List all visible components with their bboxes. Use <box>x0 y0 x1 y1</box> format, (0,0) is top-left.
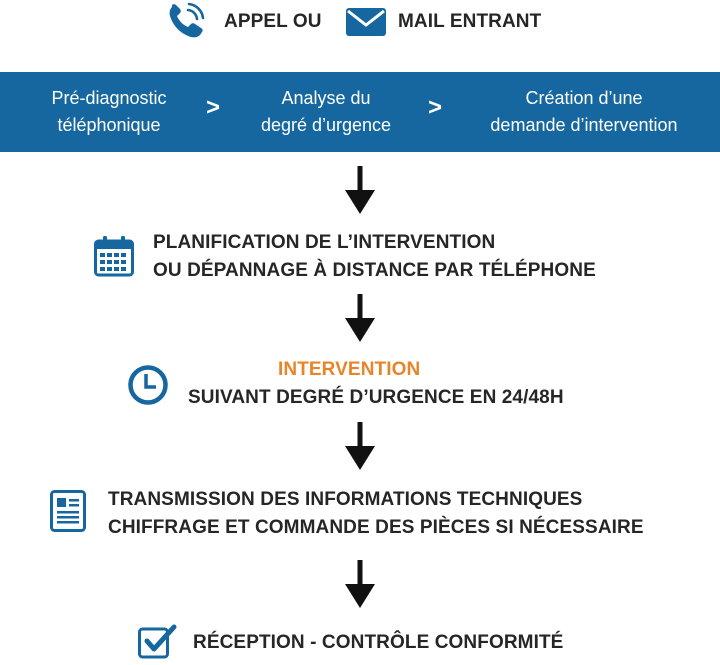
banner-step-prediagnostic: Pré-diagnostic téléphonique <box>30 72 188 152</box>
down-arrow-icon <box>343 166 377 221</box>
reception-line1: RÉCEPTION - CONTRÔLE CONFORMITÉ <box>193 632 564 653</box>
transmission-line2: CHIFFRAGE ET COMMANDE DES PIÈCES SI NÉCE… <box>108 517 644 538</box>
process-banner: Pré-diagnostic téléphonique > Analyse du… <box>0 72 720 152</box>
mail-icon <box>346 8 386 36</box>
banner-step-analyse: Analyse du degré d’urgence <box>240 72 412 152</box>
down-arrow-icon <box>343 294 377 349</box>
banner-step-line: demande d’intervention <box>490 115 678 135</box>
banner-step-line: Analyse du <box>281 88 371 108</box>
header-part2: MAIL ENTRANT <box>398 11 542 32</box>
header-part1: APPEL OU <box>224 11 322 32</box>
banner-step-line: degré d’urgence <box>260 115 392 135</box>
banner-step-creation: Création d’une demande d’intervention <box>466 72 702 152</box>
banner-step-line: Pré-diagnostic <box>51 88 167 108</box>
banner-step-line: Création d’une <box>525 88 643 108</box>
down-arrow-icon <box>343 422 377 477</box>
clock-icon <box>127 364 169 406</box>
planning-line1: PLANIFICATION DE L’INTERVENTION <box>153 232 496 253</box>
calendar-icon <box>94 235 134 277</box>
banner-separator: > <box>206 94 221 121</box>
document-icon <box>50 490 86 532</box>
intervention-title: INTERVENTION <box>278 359 421 380</box>
phone-icon <box>166 2 208 42</box>
planning-line2: OU DÉPANNAGE À DISTANCE PAR TÉLÉPHONE <box>153 260 596 281</box>
down-arrow-icon <box>343 560 377 615</box>
banner-step-line: téléphonique <box>57 115 161 135</box>
intervention-subtitle: SUIVANT DEGRÉ D’URGENCE EN 24/48H <box>188 387 564 408</box>
transmission-line1: TRANSMISSION DES INFORMATIONS TECHNIQUES <box>108 489 583 510</box>
checkbox-icon <box>138 624 178 660</box>
banner-separator: > <box>428 94 443 121</box>
